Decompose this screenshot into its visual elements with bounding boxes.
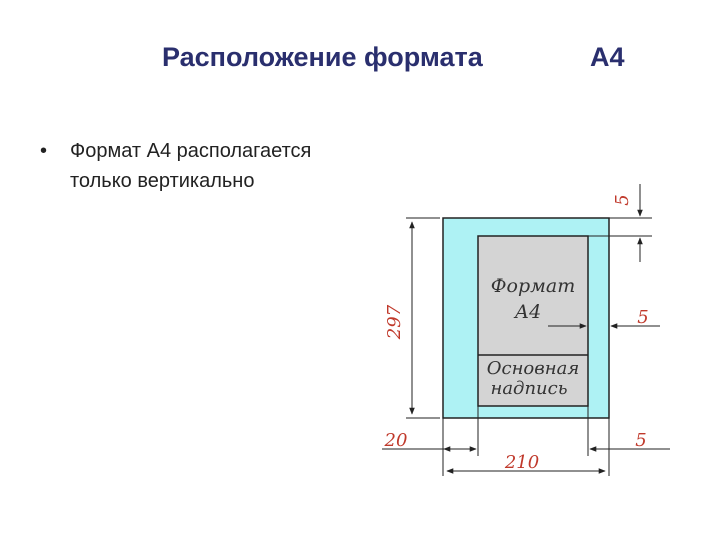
- bullet-list: • Формат А4 располагается только вертика…: [40, 136, 340, 196]
- left-margin-label: 20: [384, 430, 408, 451]
- bullet-text: Формат А4 располагается только вертикаль…: [70, 140, 312, 192]
- height-dimension-label: 297: [384, 304, 405, 340]
- width-dimension-label: 210: [504, 452, 539, 473]
- frame-rect: [477, 235, 589, 407]
- inner-label-format: Формат: [491, 275, 575, 297]
- slide-title: Расположение формата: [162, 42, 483, 72]
- top-margin-label: 5: [612, 194, 633, 205]
- bullet-marker: •: [40, 140, 48, 162]
- right-margin-label: 5: [635, 430, 646, 451]
- stamp-label-line1: Основная: [487, 358, 580, 379]
- stamp-label-line2: надпись: [490, 378, 567, 399]
- slide-title-format: А4: [590, 42, 625, 72]
- mid-margin-label: 5: [637, 307, 648, 328]
- inner-label-a4: А4: [513, 301, 541, 323]
